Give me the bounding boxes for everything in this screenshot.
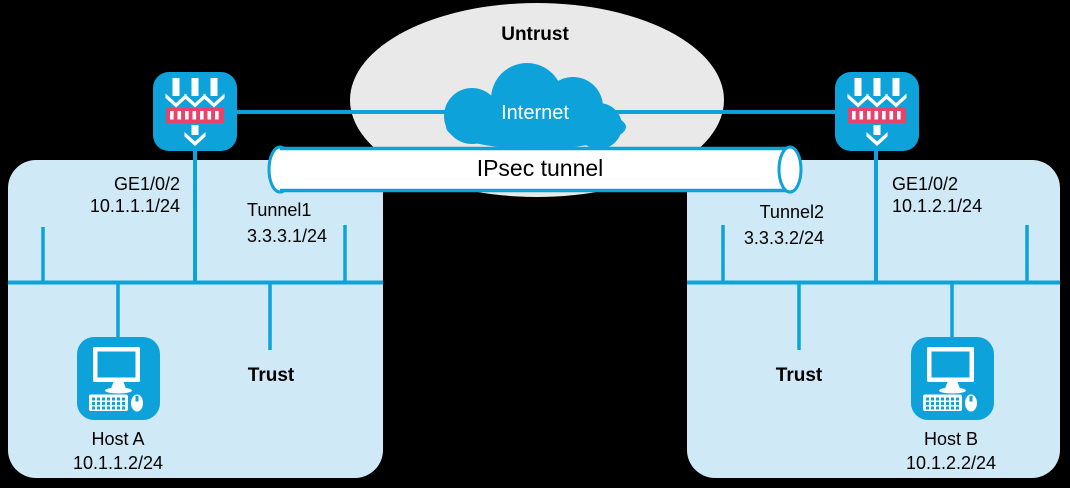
left-interface-label: GE1/0/2 10.1.1.1/24 bbox=[90, 173, 180, 217]
trust-zone-label-left: Trust bbox=[247, 365, 295, 386]
untrust-zone-label: Untrust bbox=[501, 24, 569, 45]
right-tunnel-name: Tunnel2 bbox=[759, 202, 824, 222]
ipsec-tunnel-label: IPsec tunnel bbox=[476, 155, 604, 181]
right-tunnel-ip: 3.3.3.2/24 bbox=[743, 228, 824, 248]
host-b-label: Host B 10.1.2.2/24 bbox=[906, 427, 996, 475]
right-interface-name: GE1/0/2 bbox=[892, 174, 959, 194]
host-a-label: Host A 10.1.1.2/24 bbox=[73, 427, 163, 475]
computer-icon bbox=[77, 337, 160, 420]
right-interface-label: GE1/0/2 10.1.2.1/24 bbox=[892, 173, 982, 217]
computer-icon bbox=[911, 337, 994, 420]
left-interface-name: GE1/0/2 bbox=[113, 174, 180, 194]
internet-label: Internet bbox=[501, 102, 569, 124]
firewall-icon bbox=[835, 72, 919, 151]
host-b-ip: 10.1.2.2/24 bbox=[905, 453, 997, 473]
left-tunnel-ip: 3.3.3.1/24 bbox=[247, 226, 328, 246]
trust-zone-label-right: Trust bbox=[775, 365, 823, 386]
right-interface-ip: 10.1.2.1/24 bbox=[892, 196, 983, 216]
host-a-name: Host A bbox=[91, 429, 145, 449]
firewall-icon bbox=[153, 72, 237, 151]
right-tunnel-label: Tunnel2 3.3.3.2/24 bbox=[744, 199, 824, 251]
left-tunnel-label: Tunnel1 3.3.3.1/24 bbox=[247, 197, 327, 249]
host-a-ip: 10.1.1.2/24 bbox=[72, 453, 164, 473]
left-tunnel-name: Tunnel1 bbox=[247, 200, 312, 220]
host-b-name: Host B bbox=[923, 429, 979, 449]
left-interface-ip: 10.1.1.1/24 bbox=[89, 196, 180, 216]
cloud-icon bbox=[444, 63, 626, 149]
